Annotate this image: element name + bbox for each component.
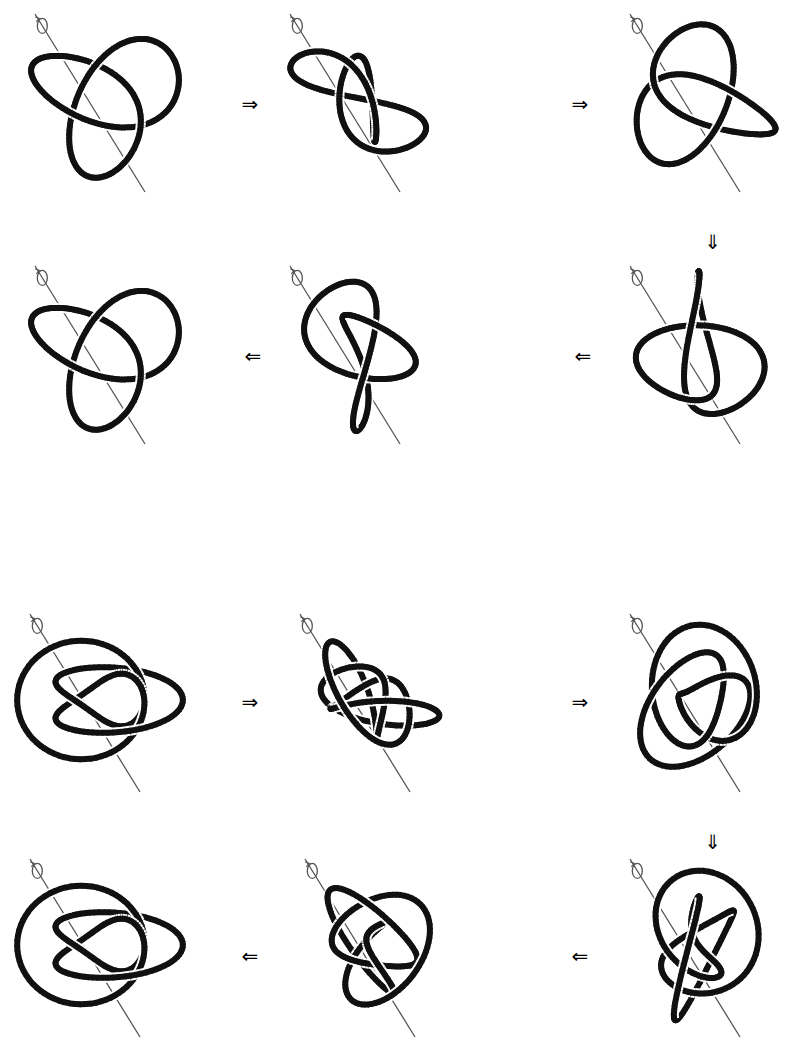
knot-panel bbox=[31, 14, 179, 192]
knot-curve bbox=[636, 271, 765, 414]
knot-curve bbox=[290, 51, 426, 151]
knot-strand bbox=[694, 309, 695, 312]
knot-curve bbox=[31, 39, 179, 178]
knot-strand bbox=[371, 149, 374, 150]
knot-strand bbox=[747, 101, 749, 103]
knot-strand bbox=[52, 101, 54, 103]
knot-panel bbox=[630, 266, 765, 444]
knot-strand bbox=[717, 124, 719, 127]
knot-strand bbox=[343, 58, 345, 59]
knot-curve bbox=[637, 24, 776, 164]
knot-strand bbox=[124, 42, 127, 43]
knot-panel bbox=[630, 14, 776, 192]
knot-strand bbox=[660, 48, 662, 50]
knot-strand bbox=[133, 149, 134, 151]
knot-panel bbox=[290, 14, 426, 192]
